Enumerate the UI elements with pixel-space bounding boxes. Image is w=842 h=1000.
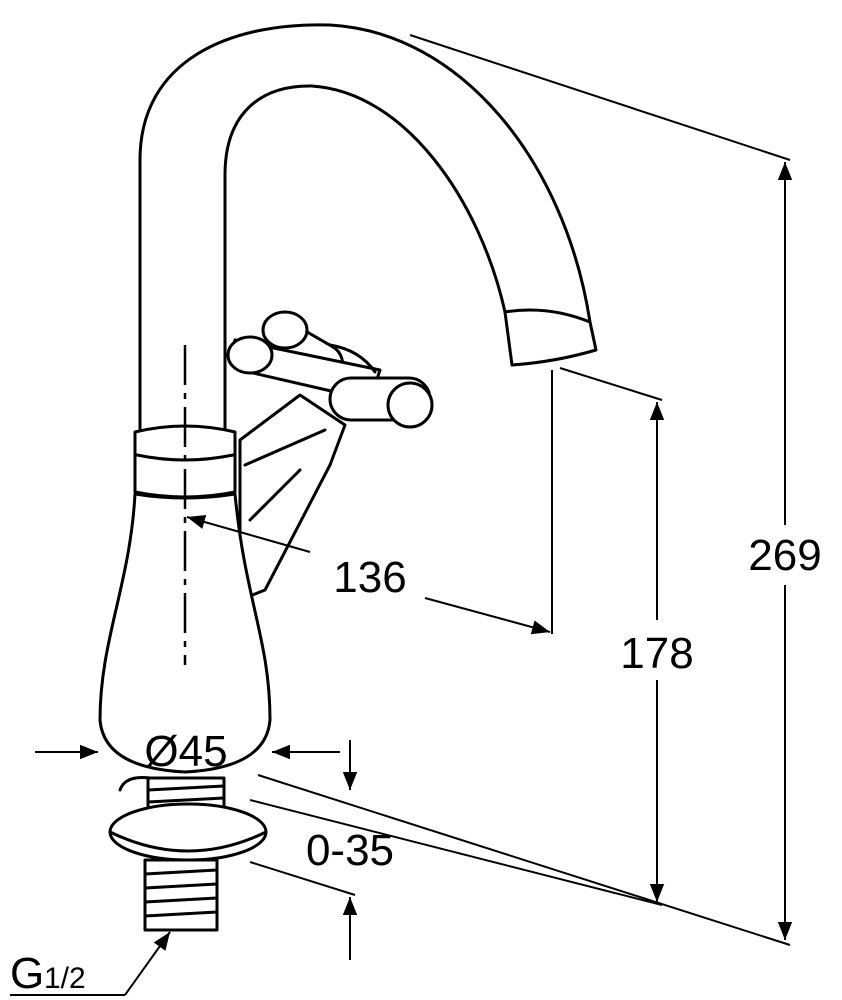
dimension-178: 178 bbox=[249, 367, 694, 906]
label-thread-g: G bbox=[10, 949, 44, 998]
dimension-269: 269 bbox=[257, 34, 822, 946]
label-diameter: Ø45 bbox=[144, 727, 227, 776]
mounting-thread bbox=[108, 776, 268, 932]
label-thread-size: 1/2 bbox=[44, 962, 86, 995]
dimension-136: 136 bbox=[186, 370, 553, 635]
label-178: 178 bbox=[620, 629, 693, 678]
valve-handle bbox=[226, 310, 434, 602]
dimension-0-35: 0-35 bbox=[249, 740, 394, 960]
label-136: 136 bbox=[333, 553, 406, 602]
label-0-35: 0-35 bbox=[306, 826, 394, 875]
dimension-diameter: Ø45 bbox=[35, 727, 340, 776]
spout bbox=[138, 23, 598, 434]
thread-label: G 1/2 bbox=[10, 931, 171, 998]
label-269: 269 bbox=[748, 531, 821, 580]
